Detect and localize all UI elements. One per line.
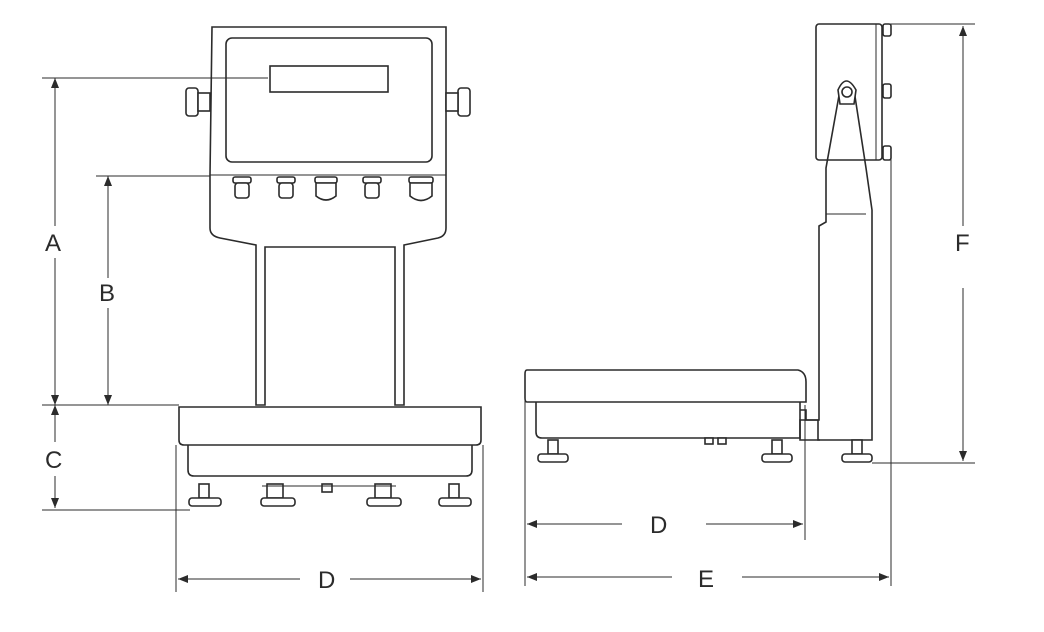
dimension-d-front-label: D xyxy=(318,567,335,594)
right-knob xyxy=(445,87,471,117)
dimension-c-label: C xyxy=(45,447,62,474)
side-indicator-box xyxy=(815,23,883,161)
dimension-a-label: A xyxy=(45,230,61,257)
indicator-housing xyxy=(209,26,447,406)
display-panel xyxy=(225,37,433,163)
front-platform xyxy=(178,406,482,446)
dimension-b-label: B xyxy=(99,280,115,307)
side-platform xyxy=(524,369,807,403)
front-view: A B C D xyxy=(42,26,484,594)
dimension-d-side-label: D xyxy=(650,512,667,539)
side-column xyxy=(799,89,873,441)
display-window xyxy=(269,65,389,93)
dimension-e-label: E xyxy=(698,566,714,593)
front-feet xyxy=(188,483,472,507)
dimension-f-label: F xyxy=(955,230,970,257)
side-feet xyxy=(537,437,873,463)
cable-glands xyxy=(232,176,434,202)
pivot-knob xyxy=(837,80,857,105)
side-view: D E F xyxy=(524,23,975,593)
left-knob xyxy=(185,87,211,117)
side-bolts xyxy=(882,23,892,161)
